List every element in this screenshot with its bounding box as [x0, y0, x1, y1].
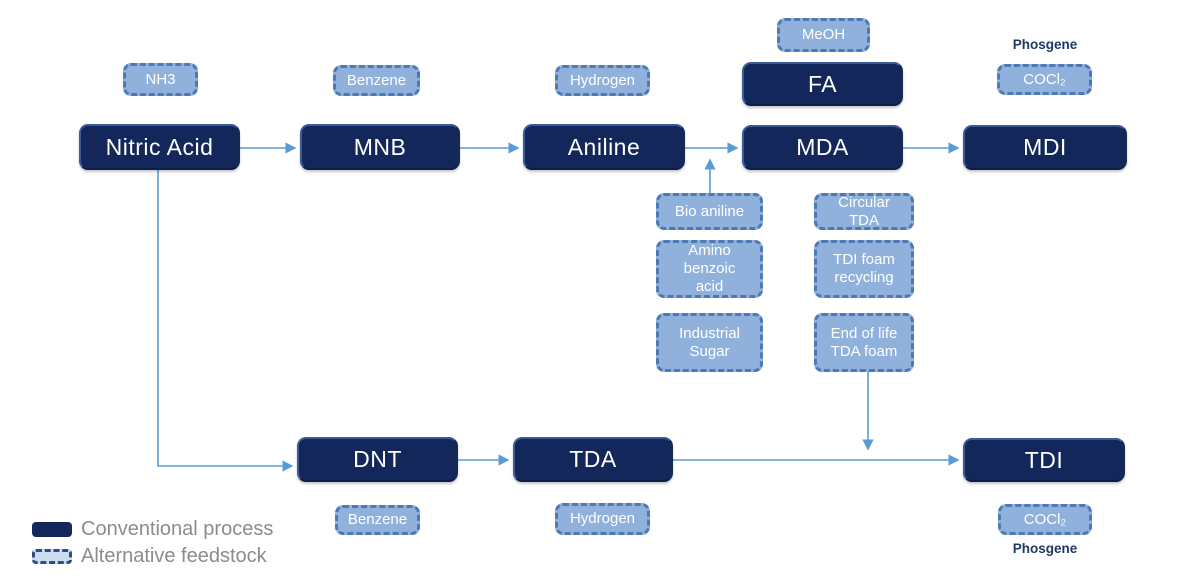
feedstock-box-hydrogen-top: Hydrogen	[555, 65, 650, 96]
legend-alternative-swatch	[32, 549, 72, 564]
process-box-tdi: TDI	[963, 438, 1125, 482]
arrow-nitric-acid-to-dnt	[157, 170, 294, 472]
feedstock-box-meoh: MeOH	[777, 18, 870, 52]
process-box-mda: MDA	[742, 125, 903, 170]
feedstock-box-nh3: NH3	[123, 63, 198, 96]
process-box-nitric-acid: Nitric Acid	[79, 124, 240, 170]
legend-conventional-label: Conventional process	[81, 518, 274, 540]
feedstock-box-hydrogen-bottom: Hydrogen	[555, 503, 650, 535]
legend-conventional-swatch	[32, 522, 72, 537]
legend-conventional: Conventional process	[32, 518, 273, 541]
process-box-aniline: Aniline	[523, 124, 685, 170]
process-box-fa: FA	[742, 62, 903, 106]
legend-alternative-label: Alternative feedstock	[81, 545, 267, 567]
feedstock-box-benzene-top: Benzene	[333, 65, 420, 96]
process-box-mdi: MDI	[963, 125, 1127, 170]
feedstock-box-tdi-foam-recycling: TDI foam recycling	[814, 240, 914, 298]
feedstock-box-bio-aniline: Bio aniline	[656, 193, 763, 230]
feedstock-box-end-of-life-tda-foam: End of life TDA foam	[814, 313, 914, 372]
feedstock-box-cocl2-top: COCl₂	[997, 64, 1092, 95]
feedstock-box-industrial-sugar: Industrial Sugar	[656, 313, 763, 372]
process-box-tda: TDA	[513, 437, 673, 482]
process-box-dnt: DNT	[297, 437, 458, 482]
process-box-mnb: MNB	[300, 124, 460, 170]
feedstock-box-cocl2-bottom: COCl₂	[998, 504, 1092, 535]
feedstock-box-benzene-bottom: Benzene	[335, 505, 420, 535]
phosgene-label-top: Phosgene	[1012, 37, 1078, 52]
phosgene-label-bottom: Phosgene	[1012, 541, 1078, 556]
legend-alternative: Alternative feedstock	[32, 545, 267, 568]
feedstock-box-circular-tda: Circular TDA	[814, 193, 914, 230]
feedstock-box-amino-benzoic-acid: Amino benzoic acid	[656, 240, 763, 298]
